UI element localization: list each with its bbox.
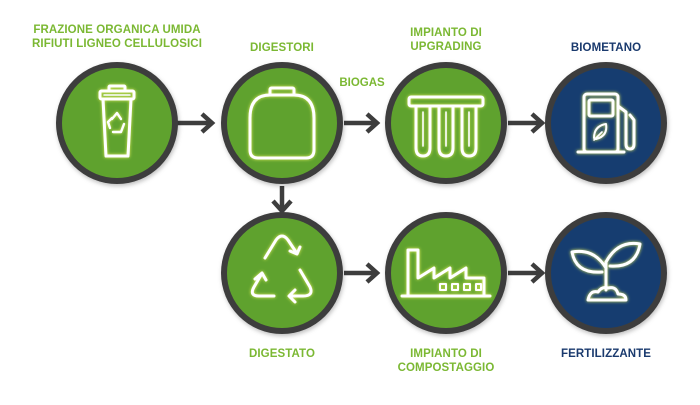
- arrow-digestate-to-composting: [344, 262, 381, 284]
- label-biomethane: BIOMETANO: [570, 42, 642, 54]
- digester-tank-icon: [248, 86, 316, 160]
- sprout-icon: [570, 241, 642, 302]
- node-composting: [385, 212, 507, 334]
- arrow-composting-to-fertilizer: [508, 262, 546, 284]
- edges-layer: BIOGAS: [176, 77, 546, 284]
- label-waste: FRAZIONE ORGANICA UMIDA RIFIUTI LIGNEO C…: [32, 24, 202, 50]
- node-digestate: [221, 212, 343, 334]
- arrow-digesters-to-upgrading: [344, 112, 381, 134]
- arrow-waste-to-digesters: [176, 112, 216, 134]
- recycle-arrows-icon: [250, 234, 313, 304]
- arrow-upgrading-to-biomethane: [508, 112, 546, 134]
- recycle-bin-icon: [98, 84, 136, 158]
- fuel-pump-icon: [576, 92, 636, 154]
- label-digesters: DIGESTORI: [250, 42, 314, 54]
- node-waste: [56, 62, 178, 184]
- filter-tubes-icon: [407, 95, 485, 158]
- label-fertilizer: FERTILIZZANTE: [560, 348, 652, 360]
- nodes-layer: [56, 62, 667, 334]
- arrow-digesters-to-digestate: [271, 186, 293, 215]
- label-upgrading: IMPIANTO DI UPGRADING: [410, 27, 482, 53]
- edge-label-biogas: BIOGAS: [339, 77, 385, 89]
- label-composting: IMPIANTO DI COMPOSTAGGIO: [397, 348, 495, 374]
- node-digesters: [221, 62, 343, 184]
- label-digestate: DIGESTATO: [248, 348, 316, 360]
- factory-icon: [400, 248, 492, 298]
